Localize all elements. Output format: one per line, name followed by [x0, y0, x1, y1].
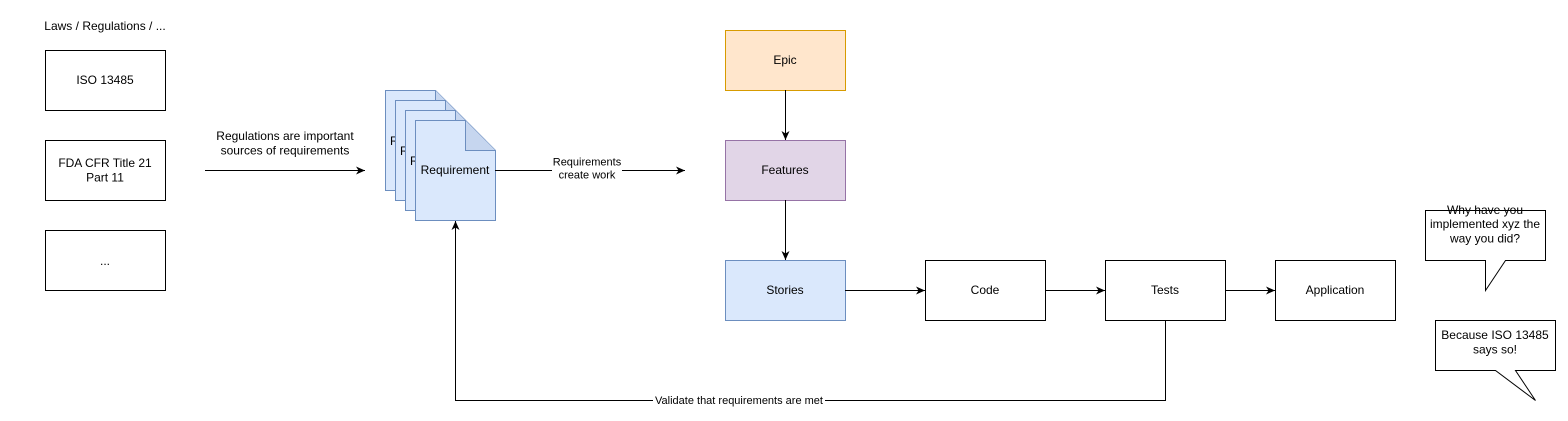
edge-requirements-label-bg — [552, 156, 622, 184]
stories-label: Stories — [766, 283, 803, 297]
requirement-label: Requirement — [421, 163, 490, 177]
tests-box[interactable]: Tests — [1105, 260, 1226, 321]
epic-box[interactable]: Epic — [725, 30, 846, 91]
regulation-box-iso[interactable]: ISO 13485 — [45, 50, 166, 111]
features-label: Features — [761, 163, 808, 177]
regulation-box-more[interactable]: ... — [45, 230, 166, 291]
regulation-label: ISO 13485 — [76, 73, 134, 87]
code-label: Code — [971, 283, 1000, 297]
code-box[interactable]: Code — [925, 260, 1046, 321]
features-box[interactable]: Features — [725, 140, 846, 201]
tests-label: Tests — [1151, 283, 1179, 297]
requirement-document-front[interactable]: Requirement — [415, 120, 496, 221]
requirement-peek-letter: R — [410, 154, 419, 168]
regulation-label: ... — [100, 254, 110, 268]
epic-label: Epic — [773, 53, 796, 67]
laws-regulations-header: Laws / Regulations / ... — [44, 19, 165, 33]
stories-box[interactable]: Stories — [725, 260, 846, 321]
edge-validate-label: Validate that requirements are met — [655, 395, 823, 407]
requirement-peek-letter: R — [390, 134, 399, 148]
requirement-peek-letter: R — [400, 144, 409, 158]
application-box[interactable]: Application — [1275, 260, 1396, 321]
edge-validate-label-bg — [653, 393, 825, 408]
application-label: Application — [1306, 283, 1365, 297]
requirement-document-stack[interactable]: R R R Requirement — [385, 90, 496, 221]
